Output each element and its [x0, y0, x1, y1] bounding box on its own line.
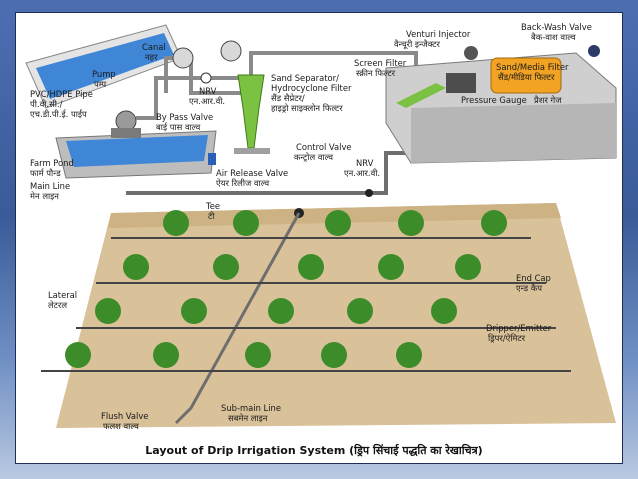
backwash-valve-icon	[588, 45, 600, 57]
label-nrv-2: NRV	[356, 158, 374, 168]
label-submain-hi: सबमेन लाइन	[228, 413, 268, 423]
label-canal: Canal	[142, 42, 166, 52]
bypass-valve-icon	[172, 47, 194, 69]
label-backwash-hi: बैक-वाश वाल्व	[531, 32, 576, 42]
label-bypass-hi: बाई पास वाल्व	[156, 122, 201, 132]
label-hydrocyclone-hi: हाइड्रो साइक्लोन फिल्टर	[271, 103, 343, 113]
label-air-release-hi: ऐयर रिलीज वाल्व	[216, 178, 269, 188]
label-sand-media: Sand/Media Filter	[496, 62, 569, 72]
label-venturi-hi: वैन्चूरी इन्जैक्टर	[394, 39, 440, 50]
label-lateral: Lateral	[48, 290, 77, 300]
label-end-cap: End Cap	[516, 273, 551, 283]
label-sand-separator-hi: सैंड सैप्रेटर/	[271, 93, 305, 103]
label-flush-valve-hi: फलश वाल्व	[103, 421, 139, 431]
label-nrv-1: NRV	[199, 86, 217, 96]
trees-row-2	[123, 254, 481, 280]
green-hose	[396, 83, 446, 108]
label-pressure-gauge-hi: प्रैशर गेज	[534, 95, 562, 105]
label-pump: Pump	[92, 69, 116, 79]
filter-platform-front	[411, 103, 616, 163]
screen-filter	[446, 73, 476, 93]
sand-media-filter	[490, 57, 562, 94]
label-dripper: Dripper/Emitter	[486, 323, 552, 333]
label-submain: Sub-main Line	[221, 403, 281, 413]
label-sand-separator: Sand Separator/	[271, 73, 339, 83]
valve-icon	[220, 40, 242, 62]
label-flush-valve: Flush Valve	[101, 411, 148, 421]
label-dripper-hi: ड्रिपर/ऐमिटर	[488, 333, 526, 343]
label-control-valve-hi: कन्ट्रोल वाल्व	[294, 152, 333, 162]
farm-pond-water	[66, 135, 208, 167]
label-pipe-hi-1: पी.वी.सी./	[30, 99, 63, 109]
label-control-valve: Control Valve	[296, 142, 352, 152]
main-line-pipe	[126, 151, 416, 195]
label-lateral-hi: लेटरल	[48, 300, 67, 310]
label-pump-hi: पम्प	[94, 79, 106, 89]
label-canal-hi: नहर	[145, 52, 158, 62]
label-air-release: Air Release Valve	[216, 168, 288, 178]
field-soil	[56, 203, 616, 428]
label-pressure-gauge: Pressure Gauge	[461, 95, 527, 105]
label-main-line-hi: मेन लाइन	[30, 191, 59, 201]
label-bypass: By Pass Valve	[156, 112, 213, 122]
hydrocyclone-base	[234, 148, 270, 154]
trees-row-1	[163, 210, 507, 236]
pump-base	[111, 128, 141, 138]
hydrocyclone-filter	[237, 74, 265, 149]
air-release-valve-icon	[208, 153, 216, 165]
label-pipe-hi-2: एच.डी.पी.ई. पाईप	[30, 109, 87, 119]
label-nrv-2-hi: एन.आर.वी.	[344, 168, 380, 178]
label-venturi: Venturi Injector	[406, 29, 471, 39]
label-nrv-1-hi: एन.आर.वी.	[189, 96, 225, 106]
label-pipe: PVC/HDPE Pipe	[30, 89, 93, 99]
diagram-title: Layout of Drip Irrigation System (ड्रिप …	[145, 443, 482, 457]
trees-row-3	[95, 298, 457, 324]
label-end-cap-hi: एन्ड कैप	[516, 283, 542, 293]
label-farm-pond-hi: फार्म पौन्ड	[30, 168, 61, 178]
label-farm-pond: Farm Pond	[30, 158, 74, 168]
label-main-line: Main Line	[30, 181, 70, 191]
label-sand-media-hi: सैंड/मीडिया फिल्टर	[498, 72, 555, 82]
diagram-panel: Canal नहर Pump पम्प PVC/HDPE Pipe पी.वी.…	[15, 12, 623, 464]
drip-irrigation-diagram: Canal नहर Pump पम्प PVC/HDPE Pipe पी.वी.…	[25, 22, 617, 457]
upper-pipe	[249, 51, 418, 78]
label-tee-hi: टी	[208, 211, 215, 221]
venturi-injector-icon	[464, 46, 478, 60]
submain-line	[174, 212, 301, 425]
canal-water	[36, 33, 174, 99]
trees-row-4	[65, 342, 422, 368]
label-tee: Tee	[205, 201, 220, 211]
nrv-2-icon	[365, 189, 373, 197]
label-screen-filter: Screen Filter	[354, 58, 407, 68]
label-screen-filter-hi: स्क्रीन फिल्टर	[356, 68, 396, 78]
label-hydrocyclone: Hydrocyclone Filter	[271, 83, 352, 93]
nrv-icon	[200, 72, 212, 84]
label-backwash: Back-Wash Valve	[521, 22, 592, 32]
